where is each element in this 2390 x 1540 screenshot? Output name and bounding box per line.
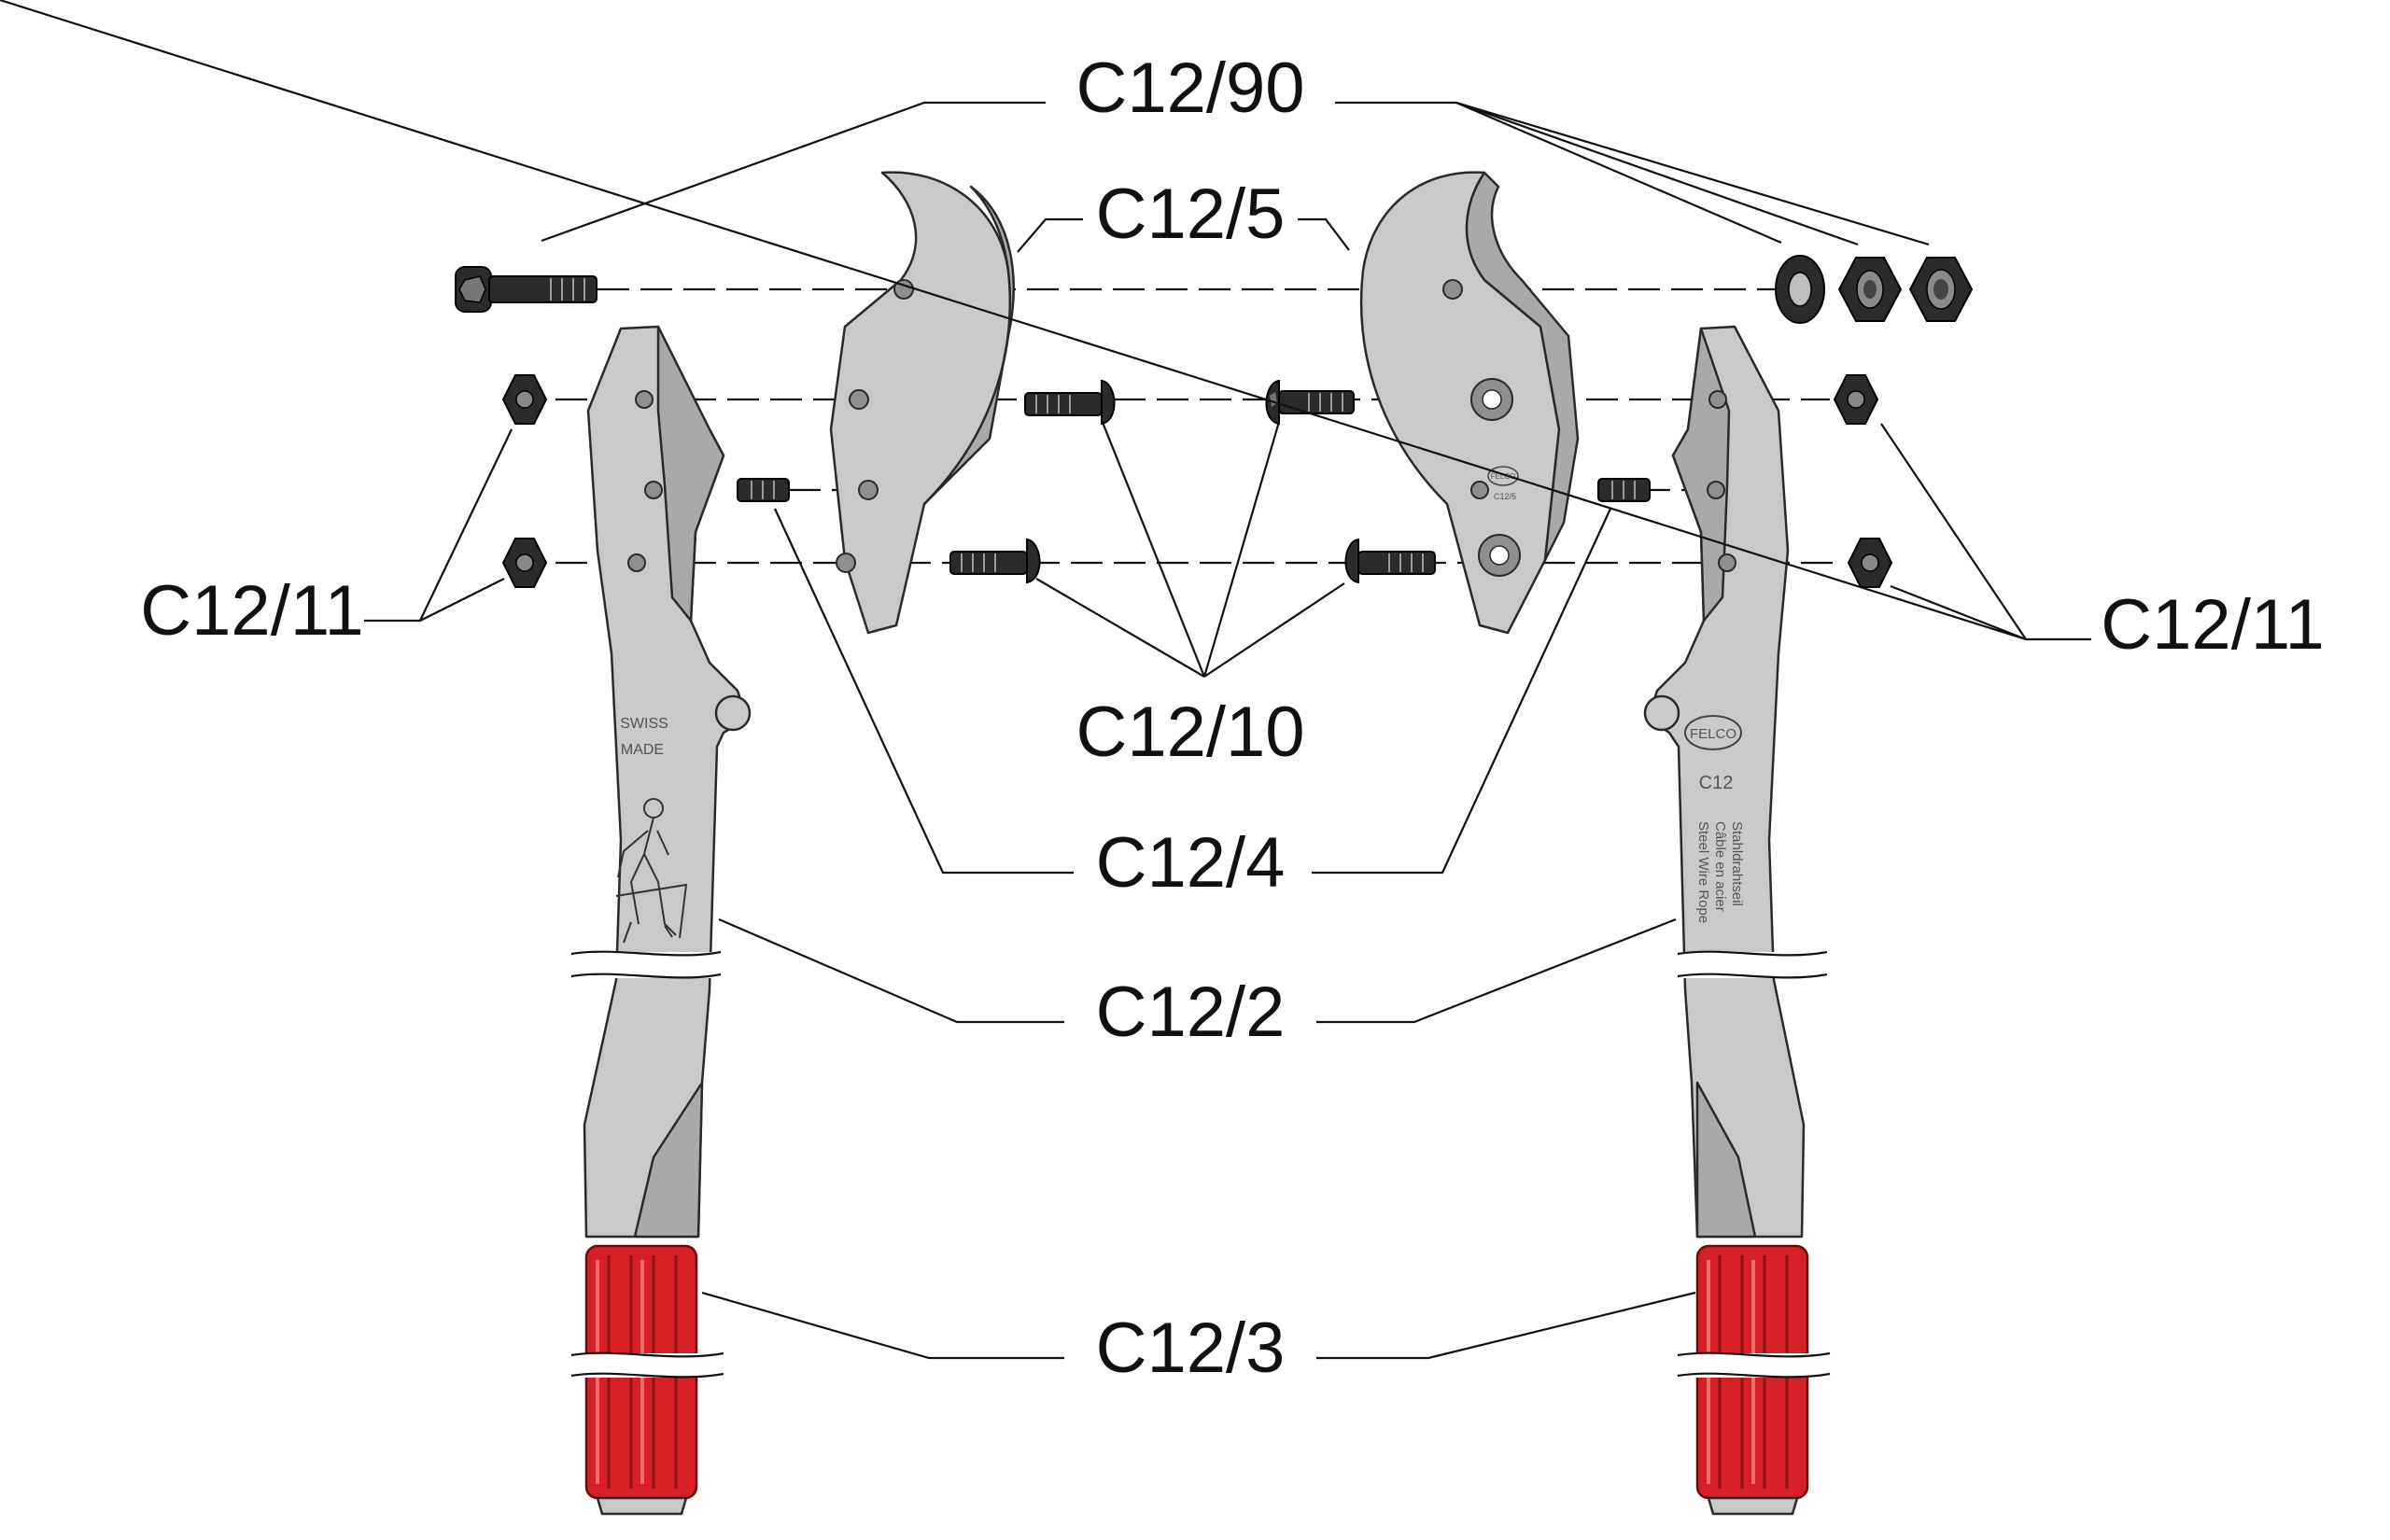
screw-upper-left [1024,379,1116,426]
left-handle-hole-mid [644,481,663,499]
felco-logo-right-handle: FELCO [1684,715,1742,750]
left-blade-hole-4 [836,553,856,573]
left-break-marks [569,950,725,1379]
screw-lower-right [1344,538,1436,584]
svg-text:FELCO: FELCO [1690,726,1736,742]
right-handle-model: C12 [1699,773,1734,793]
callout-c12-3: C12/3 [1096,1309,1286,1388]
callout-c12-10: C12/10 [1076,693,1304,772]
left-grip [584,1244,698,1516]
left-handle-hole-top [635,390,654,409]
callout-c12-11-right: C12/11 [2101,585,2324,665]
pivot-nut-1 [1837,257,1903,322]
left-nut-top [501,374,548,425]
screw-upper-right [1265,379,1355,426]
right-grip [1695,1244,1809,1516]
right-handle-hole-low [1718,553,1736,572]
callout-c12-5: C12/5 [1096,175,1286,254]
right-nut-top [1833,374,1879,425]
right-handle-line-1: Steel Wire Rope [1695,821,1711,923]
right-blade-hole-3 [1470,481,1489,499]
screw-lower-left [949,538,1041,584]
main-bolt [455,266,598,313]
left-blade-hole-3 [858,480,879,500]
right-handle-hole-top [1708,390,1727,409]
callout-c12-4: C12/4 [1096,823,1286,903]
right-handle-line-2: Câble en acier [1712,821,1728,912]
left-blade [829,171,1015,635]
right-handle-line-3: Stahldrahtseil [1729,821,1745,906]
set-screw-right [1597,478,1651,502]
right-blade-hole-1 [1442,279,1463,300]
right-break-marks [1676,950,1831,1379]
right-nut-bottom [1847,538,1893,588]
callout-c12-90: C12/90 [1076,49,1304,128]
set-screw-left [737,478,790,502]
leader-lines [0,0,2091,1360]
callout-c12-11-left: C12/11 [140,571,363,651]
pivot-washer [1775,255,1825,324]
felco-logo-blade: FELCO C12/5 [1487,466,1519,501]
left-handle-marking-2: MADE [621,742,664,758]
left-handle: SWISS MADE [583,325,752,1239]
right-blade: FELCO C12/5 [1359,171,1580,635]
callout-c12-2: C12/2 [1096,973,1286,1052]
left-blade-hole-2 [849,389,869,410]
left-handle-hole-low [627,553,646,572]
left-handle-marking-1: SWISS [620,716,668,732]
pivot-nut-2 [1908,257,1974,322]
blade-model-marking: C12/5 [1494,492,1516,501]
right-handle: FELCO C12 Steel Wire Rope Câble en acier… [1643,325,1806,1239]
svg-text:FELCO: FELCO [1491,472,1516,481]
worker-engraving [615,798,688,944]
right-handle-hole-mid [1707,481,1725,499]
left-nut-bottom [501,538,548,588]
